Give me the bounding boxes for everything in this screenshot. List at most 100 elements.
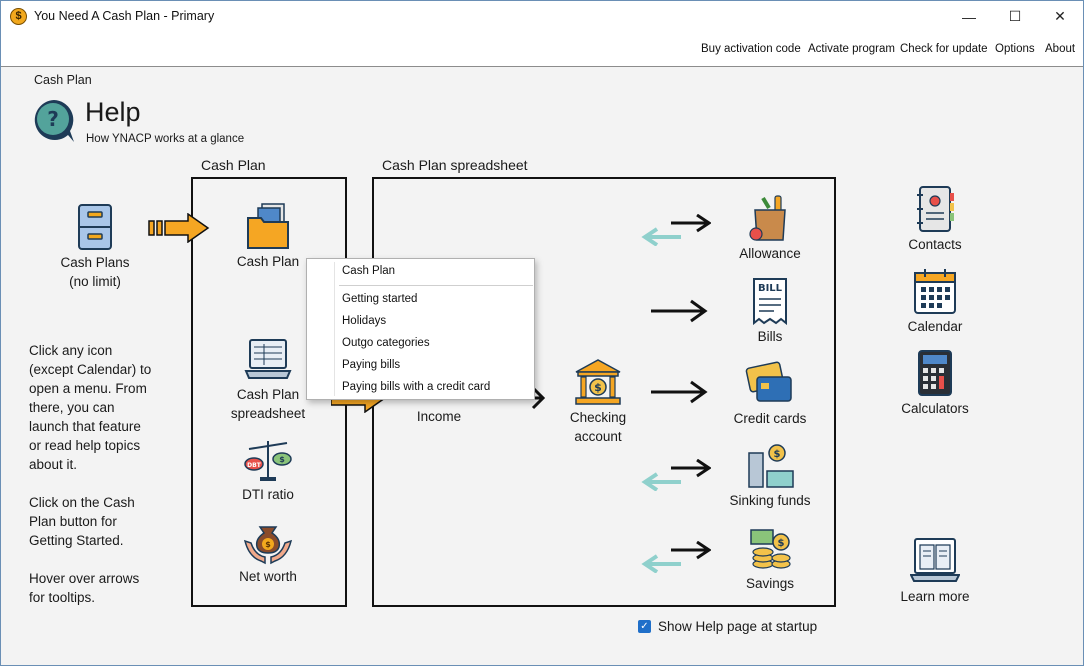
calculators-label: Calculators	[901, 401, 969, 416]
net-worth-tile[interactable]: $ Net worth	[228, 517, 308, 586]
coin-stacks-icon: $	[750, 529, 791, 569]
instruction-line: there, you can	[29, 400, 115, 415]
income-tile[interactable]: Income	[406, 407, 472, 426]
instruction-line: Getting Started.	[29, 533, 124, 548]
menu-about[interactable]: About	[1045, 43, 1076, 55]
show-help-at-startup-checkbox[interactable]: ✓ Show Help page at startup	[638, 619, 817, 634]
cash-plan-label: Cash Plan	[236, 254, 300, 269]
instruction-line: Hover over arrows	[29, 571, 140, 586]
sinking-funds-double-arrow-icon[interactable]	[641, 459, 711, 491]
dti-ratio-label: DTI ratio	[242, 487, 294, 502]
instruction-line: launch that feature	[29, 419, 141, 434]
svg-text:$: $	[279, 455, 285, 464]
instruction-line: Plan button for	[29, 514, 117, 529]
laptop-book-icon	[910, 538, 960, 582]
svg-text:BILL: BILL	[758, 283, 783, 294]
instruction-line: or read help topics	[29, 438, 141, 453]
folder-icon	[247, 203, 289, 249]
menu-separator	[339, 285, 533, 286]
question-bubble-icon: ?	[30, 97, 78, 150]
instruction-line: Click any icon	[29, 343, 113, 358]
learn-more-tile[interactable]: Learn more	[894, 537, 976, 606]
instruction-line: open a menu. From	[29, 381, 147, 396]
net-worth-label: Net worth	[239, 569, 297, 584]
menu-buy-activation-code[interactable]: Buy activation code	[701, 43, 801, 55]
savings-tile[interactable]: $ Savings	[729, 524, 811, 593]
credit-cards-label: Credit cards	[733, 411, 807, 426]
calculator-icon	[918, 350, 952, 396]
menu-item-getting-started[interactable]: Getting started	[342, 293, 418, 305]
menu-item-outgo-categories[interactable]: Outgo categories	[342, 337, 430, 349]
credit-card-icon	[745, 361, 792, 402]
calendar-icon	[914, 269, 956, 314]
savings-double-arrow-icon[interactable]	[641, 541, 711, 573]
svg-text:$: $	[774, 449, 781, 460]
allowance-double-arrow-icon[interactable]	[641, 214, 711, 246]
cash-plan-context-menu: Cash Plan Getting started Holidays Outgo…	[306, 258, 535, 400]
app-dollar-icon: $	[10, 8, 27, 25]
credit-cards-tile[interactable]: Credit cards	[726, 359, 814, 428]
allowance-tile[interactable]: Allowance	[729, 194, 811, 263]
context-menu-header[interactable]: Cash Plan	[342, 265, 396, 277]
contacts-tile[interactable]: Contacts	[894, 185, 976, 254]
checkbox-check-icon[interactable]: ✓	[638, 620, 651, 633]
menu-item-holidays[interactable]: Holidays	[342, 315, 387, 327]
page-title: Help	[85, 97, 141, 127]
menu-item-paying-bills-credit-card[interactable]: Paying bills with a credit card	[342, 381, 491, 393]
laptop-spreadsheet-icon	[244, 339, 292, 379]
svg-text:$: $	[594, 381, 602, 394]
title-bar: $ You Need A Cash Plan - Primary — ☐ ✕	[1, 1, 1083, 32]
sinking-funds-tile[interactable]: $ Sinking funds	[723, 441, 817, 510]
instructions-paragraph-1: Click any icon (except Calendar) to open…	[29, 341, 169, 474]
checking-label-2: account	[574, 429, 622, 444]
credit-cards-arrow-icon[interactable]	[649, 377, 709, 407]
menu-bar: Buy activation code Activate program Che…	[1, 32, 1083, 67]
coins-jar-icon: $	[748, 444, 794, 488]
cash-plan-spreadsheet-tile[interactable]: Cash Plan spreadsheet	[223, 337, 313, 423]
menu-activate-program[interactable]: Activate program	[808, 43, 895, 55]
savings-label: Savings	[745, 576, 795, 591]
bills-arrow-icon[interactable]	[649, 296, 709, 326]
calculators-tile[interactable]: Calculators	[894, 349, 976, 418]
menu-options[interactable]: Options	[995, 43, 1035, 55]
bills-label: Bills	[757, 329, 783, 344]
instructions-paragraph-3: Hover over arrows for tooltips.	[29, 569, 169, 607]
page-subtitle: How YNACP works at a glance	[86, 133, 245, 145]
instruction-line: about it.	[29, 457, 78, 472]
contacts-label: Contacts	[908, 237, 962, 252]
close-button[interactable]: ✕	[1054, 8, 1066, 24]
learn-more-label: Learn more	[900, 589, 970, 604]
svg-text:DBT: DBT	[247, 462, 262, 469]
cash-plan-arrow-icon[interactable]	[148, 213, 210, 243]
cash-plans-label: Cash Plans	[60, 255, 130, 270]
allowance-label: Allowance	[739, 246, 801, 261]
calendar-tile: Calendar	[894, 267, 976, 336]
bill-receipt-icon: BILL	[753, 278, 787, 325]
window-title: You Need A Cash Plan - Primary	[34, 9, 215, 23]
menu-item-paying-bills[interactable]: Paying bills	[342, 359, 401, 371]
address-book-icon	[917, 186, 954, 232]
section-label-cash-plan: Cash Plan	[201, 157, 266, 173]
maximize-button[interactable]: ☐	[1008, 8, 1022, 24]
dti-ratio-tile[interactable]: DBT $ DTI ratio	[228, 437, 308, 504]
checking-label-1: Checking	[569, 410, 627, 425]
cash-plans-sublabel: (no limit)	[69, 274, 121, 289]
menu-check-for-update[interactable]: Check for update	[900, 43, 988, 55]
breadcrumb: Cash Plan	[34, 73, 92, 87]
minimize-button[interactable]: —	[962, 8, 976, 25]
svg-text:$: $	[265, 540, 271, 549]
instruction-line: Click on the Cash	[29, 495, 135, 510]
help-page: Cash Plan ? Help How YNACP works at a gl…	[1, 67, 1083, 665]
calendar-label: Calendar	[907, 319, 963, 334]
svg-text:$: $	[778, 538, 785, 549]
balance-scale-icon: DBT $	[244, 441, 292, 481]
menu-gutter	[334, 262, 335, 396]
bills-tile[interactable]: BILL Bills	[729, 277, 811, 346]
cash-plan-tile[interactable]: Cash Plan	[228, 202, 308, 271]
checking-account-tile[interactable]: $ Checking account	[558, 358, 638, 446]
cash-plans-tile[interactable]: Cash Plans (no limit)	[53, 203, 137, 291]
instruction-line: for tooltips.	[29, 590, 96, 605]
spreadsheet-label-1: Cash Plan	[236, 387, 300, 402]
sinking-funds-label: Sinking funds	[729, 493, 811, 508]
spreadsheet-label-2: spreadsheet	[230, 406, 306, 421]
